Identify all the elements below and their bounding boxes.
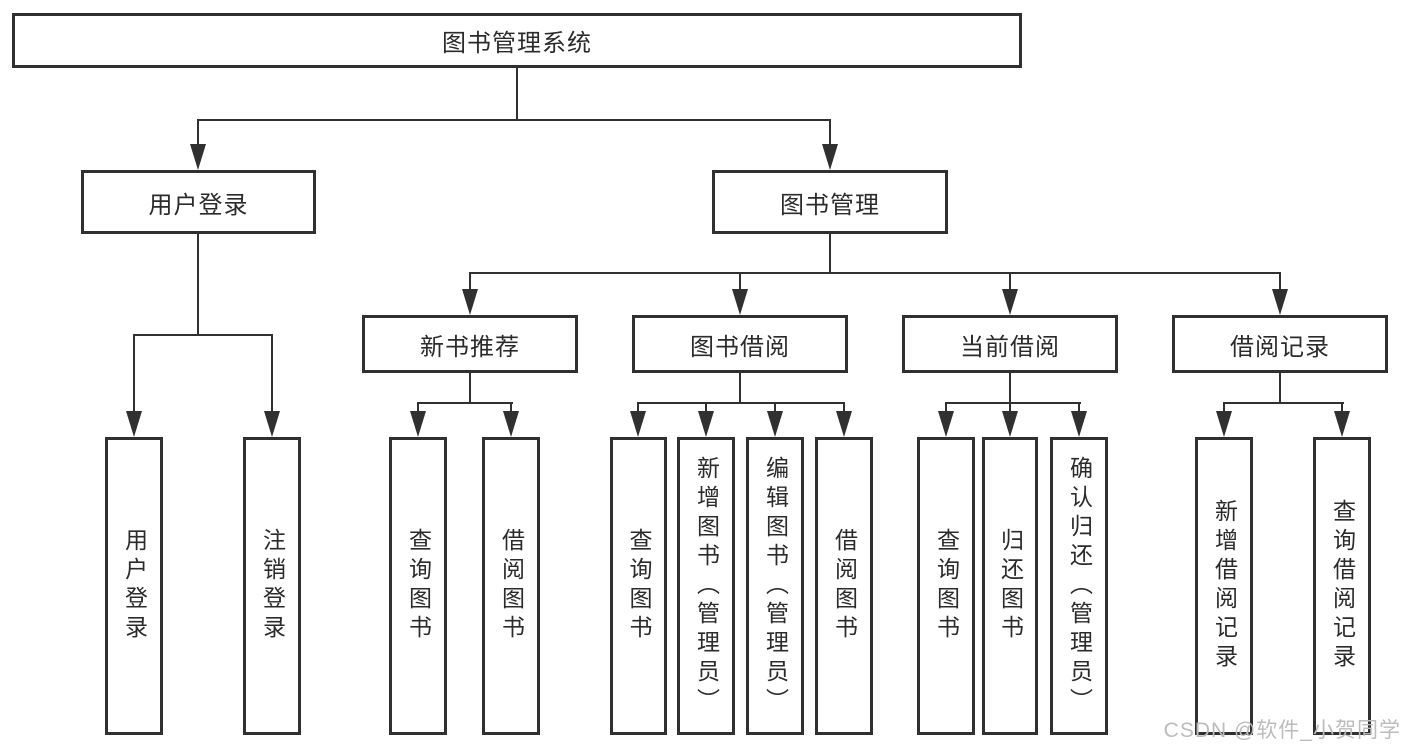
connector-vline: [469, 373, 471, 404]
arrowhead-down-icon: [503, 411, 519, 437]
leaf-user-login: 用户登录: [105, 437, 163, 735]
arrowhead-down-icon: [822, 144, 838, 170]
connector-vline: [133, 334, 135, 414]
arrowhead-down-icon: [1216, 411, 1232, 437]
leaf-query-books-3: 查询图书: [917, 437, 975, 735]
connector-vline: [637, 402, 639, 415]
connector-vline: [829, 234, 831, 274]
connector-vline: [469, 272, 471, 294]
connector-vline: [829, 119, 831, 149]
leaf-add-books-admin: 新增图书（管理员）: [677, 437, 735, 735]
connector-hline: [197, 119, 831, 121]
arrowhead-down-icon: [1334, 411, 1350, 437]
leaf-return-books: 归还图书: [982, 437, 1038, 735]
arrowhead-down-icon: [1002, 289, 1018, 315]
arrowhead-down-icon: [410, 411, 426, 437]
arrowhead-down-icon: [190, 144, 206, 170]
connector-vline: [197, 234, 199, 336]
arrowhead-down-icon: [698, 411, 714, 437]
connector-hline: [417, 402, 513, 404]
arrowhead-down-icon: [767, 411, 783, 437]
connector-vline: [516, 68, 518, 120]
watermark: CSDN @软件_小贺同学: [1163, 719, 1401, 742]
node-user-login: 用户登录: [81, 170, 316, 234]
connector-vline: [1009, 272, 1011, 294]
arrowhead-down-icon: [630, 411, 646, 437]
connector-vline: [1341, 402, 1343, 415]
connector-vline: [271, 334, 273, 414]
arrowhead-down-icon: [836, 411, 852, 437]
connector-vline: [1279, 272, 1281, 294]
arrowhead-down-icon: [264, 411, 280, 437]
leaf-edit-books-admin: 编辑图书（管理员）: [746, 437, 804, 735]
arrowhead-down-icon: [1272, 289, 1288, 315]
node-borrow-records: 借阅记录: [1172, 315, 1388, 373]
connector-hline: [945, 402, 1081, 404]
arrowhead-down-icon: [126, 411, 142, 437]
node-book-borrowing: 图书借阅: [632, 315, 848, 373]
connector-vline: [510, 402, 512, 415]
leaf-borrow-books-1: 借阅图书: [482, 437, 540, 735]
connector-hline: [637, 402, 845, 404]
leaf-add-borrow-record: 新增借阅记录: [1195, 437, 1253, 735]
connector-vline: [739, 373, 741, 404]
leaf-query-borrow-record: 查询借阅记录: [1313, 437, 1371, 735]
leaf-query-books-1: 查询图书: [389, 437, 447, 735]
leaf-confirm-return-admin: 确认归还（管理员）: [1050, 437, 1108, 735]
leaf-logout: 注销登录: [243, 437, 301, 735]
arrowhead-down-icon: [462, 289, 478, 315]
connector-vline: [1078, 402, 1080, 415]
arrowhead-down-icon: [1002, 411, 1018, 437]
connector-vline: [1009, 373, 1011, 404]
arrowhead-down-icon: [732, 289, 748, 315]
connector-vline: [774, 402, 776, 415]
connector-vline: [417, 402, 419, 415]
arrowhead-down-icon: [938, 411, 954, 437]
arrowhead-down-icon: [1071, 411, 1087, 437]
leaf-borrow-books-2: 借阅图书: [815, 437, 873, 735]
node-book-management: 图书管理: [712, 170, 948, 234]
connector-vline: [1279, 373, 1281, 404]
connector-vline: [705, 402, 707, 415]
node-library-system: 图书管理系统: [12, 13, 1022, 68]
connector-vline: [843, 402, 845, 415]
connector-hline: [133, 334, 273, 336]
node-new-book-recommend: 新书推荐: [362, 315, 578, 373]
connector-vline: [1223, 402, 1225, 415]
connector-vline: [197, 119, 199, 149]
connector-hline: [469, 272, 1281, 274]
node-current-borrowing: 当前借阅: [902, 315, 1118, 373]
connector-hline: [1223, 402, 1344, 404]
leaf-query-books-2: 查询图书: [610, 437, 667, 735]
connector-vline: [1009, 402, 1011, 415]
connector-vline: [739, 272, 741, 294]
connector-vline: [945, 402, 947, 415]
